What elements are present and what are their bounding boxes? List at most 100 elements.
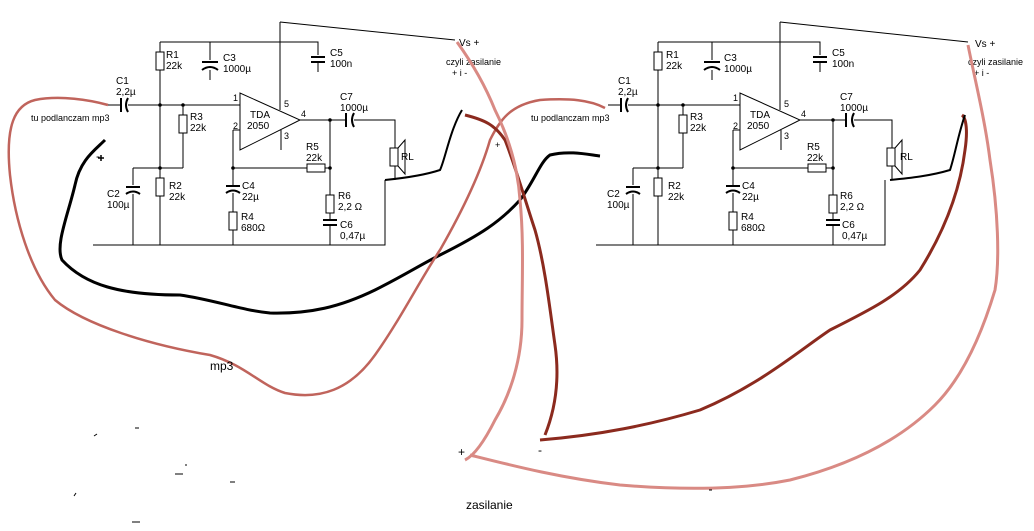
pin-5: 5 [784,99,789,109]
c6-capacitor [826,219,840,226]
c5-name: C5 [832,48,845,59]
right-supply-wire [469,44,1000,490]
rl-name: RL [401,152,414,163]
c2-name: C2 [107,189,120,200]
c1-value: 2,2µ [116,87,136,98]
c1-name: C1 [116,76,129,87]
pin-1: 1 [233,93,238,103]
c7-capacitor [845,112,855,128]
hand-drawn-wires [7,41,1000,490]
c6-value: 0,47µ [842,231,867,242]
c5-value: 100n [330,59,352,70]
r4-name: R4 [241,212,254,223]
mp3-note: tu podlanczam mp3 [531,113,610,123]
pin-4: 4 [801,109,806,119]
c4-value: 22µ [742,192,759,203]
r5-resistor [807,163,827,173]
r2-resistor [653,177,663,197]
c3-value: 1000µ [223,64,251,75]
mp3-note: tu podlanczam mp3 [31,113,110,123]
ic-name: TDA [250,110,270,121]
pin-1: 1 [733,93,738,103]
r4-value: 680Ω [241,223,266,234]
c2-value: 100µ [107,200,130,211]
c1-value: 2,2µ [618,87,638,98]
tda2050-amplifier [239,92,302,151]
r4-resistor [728,211,738,231]
r5-name: R5 [306,142,319,153]
ic-name: TDA [750,110,770,121]
pin-3: 3 [784,131,789,141]
c6-name: C6 [340,220,353,231]
pin-5: 5 [284,99,289,109]
supply-note-2: + i - [452,68,467,78]
r3-resistor [678,114,688,134]
c3-capacitor [201,61,219,80]
amplifier-right: C1 2,2µ R1 22k C3 1000µ C5 100n R3 22k T… [531,21,1023,246]
c4-name: C4 [742,181,755,192]
r1-value: 22k [166,61,183,72]
c2-value: 100µ [607,200,630,211]
rl-name: RL [900,152,913,163]
stray-marks [73,427,712,523]
c6-value: 0,47µ [340,231,365,242]
pin-3: 3 [284,131,289,141]
r6-value: 2,2 Ω [338,202,363,213]
c7-name: C7 [840,92,853,103]
c1-capacitor [120,97,129,113]
r6-name: R6 [338,191,351,202]
c7-name: C7 [340,92,353,103]
amplifier-left: C1 2,2µ R1 22k C3 1000µ C5 100n R3 22k T… [31,21,501,246]
r4-name: R4 [741,212,754,223]
supply-note-1: czyli zasilanie [446,57,501,67]
c1-name: C1 [618,76,631,87]
c4-value: 22µ [242,192,259,203]
c4-capacitor [225,185,241,194]
zasilanie-label: zasilanie [466,498,513,512]
r1-resistor [155,51,165,71]
r6-resistor [325,194,335,214]
c1-capacitor [620,97,629,113]
r5-value: 22k [306,153,323,164]
mp3-signal-wire [7,96,606,397]
r4-resistor [228,211,238,231]
right-negative-wire [539,113,968,442]
r3-resistor [178,114,188,134]
r3-name: R3 [190,112,203,123]
r2-value: 22k [668,192,685,203]
r1-name: R1 [166,50,179,61]
left-supply-wire [455,41,524,462]
c2-name: C2 [607,189,620,200]
minus-label: - [538,443,542,457]
c4-name: C4 [242,181,255,192]
mp3-label: mp3 [210,359,234,373]
r2-name: R2 [668,181,681,192]
r2-resistor [155,177,165,197]
r2-name: R2 [169,181,182,192]
r3-name: R3 [690,112,703,123]
pin-4: 4 [301,109,306,119]
rl-speaker [389,138,406,176]
c5-name: C5 [330,48,343,59]
supply-note-2: + i - [974,68,989,78]
tda2050-amplifier [739,92,802,151]
c6-capacitor [323,219,337,226]
left-negative-wire [464,113,559,436]
r5-value: 22k [807,153,824,164]
c3-capacitor [703,61,721,80]
rl-speaker [886,138,903,176]
vs-label: Vs + [975,39,995,50]
c3-name: C3 [223,53,236,64]
vs-label: Vs + [459,38,479,49]
c4-capacitor [725,185,741,194]
plus-label: + [458,445,465,459]
ic-value: 2050 [747,121,770,132]
c7-value: 1000µ [340,103,368,114]
r5-resistor [306,163,326,173]
r1-resistor [653,51,663,71]
c7-capacitor [345,112,355,128]
c3-name: C3 [724,53,737,64]
pin-2: 2 [233,121,238,131]
